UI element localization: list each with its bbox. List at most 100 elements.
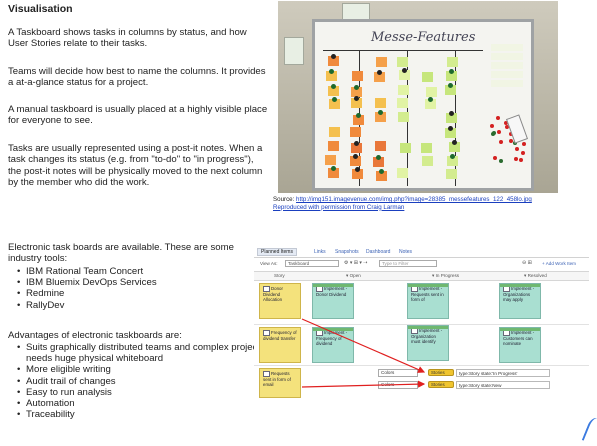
filter-input[interactable]: Type to Filter (379, 260, 437, 267)
magnet (515, 146, 520, 151)
magnet (352, 154, 358, 160)
post-it-note (447, 56, 459, 67)
task-card-title: Implement - Requests sent in form of (411, 286, 444, 303)
post-it-note (373, 156, 385, 167)
column-open: ▾ Open (346, 273, 361, 278)
list-item: Suits graphically distributed teams and … (17, 342, 284, 364)
magnet (354, 166, 360, 172)
list-item: RallyDev (17, 300, 286, 311)
column-in-progress: ▾ In Progress (432, 273, 460, 278)
magnet (328, 69, 334, 75)
caption-credit[interactable]: Reproduced with permission from Craig La… (273, 203, 405, 211)
tools-list: IBM Rational Team Concert IBM Bluemix De… (8, 266, 286, 311)
tab-bar: Planned Items Links Snapshots Dashboard … (254, 247, 589, 258)
paragraph-advantages-intro: Advantages of electronic taskboards are: (8, 330, 182, 341)
magnet (490, 123, 495, 128)
board-title: Messe-Features (371, 30, 476, 45)
magnet (448, 68, 454, 74)
arrow-line (301, 318, 426, 373)
post-it-note (374, 71, 386, 82)
list-item: Automation (17, 398, 284, 409)
task-card[interactable]: Implement - Donor Dividend (312, 283, 354, 319)
post-it-note (328, 98, 340, 109)
view-as-select[interactable]: Taskboard (285, 260, 339, 267)
tab-planned-items[interactable]: Planned Items (257, 248, 297, 256)
post-it-note (446, 156, 458, 167)
post-it-note (422, 156, 434, 167)
legend-note (491, 53, 523, 60)
magnet (521, 142, 526, 147)
list-item: Audit trail of changes (17, 376, 284, 387)
tab-dashboard[interactable]: Dashboard (366, 249, 391, 255)
add-work-item-button[interactable]: + Add Work Item (542, 261, 577, 266)
magnet (496, 130, 501, 135)
toolbar-icons[interactable]: ⚙ ▾ ⊞ ▾ ⇢ (344, 260, 368, 266)
rule-type-pill[interactable]: Stories (428, 381, 454, 388)
post-it-note (349, 156, 361, 167)
row-divider (254, 365, 589, 366)
magnet (330, 54, 336, 60)
magnet (499, 158, 504, 163)
section-heading: Visualisation (8, 3, 73, 15)
post-it-note (328, 127, 340, 137)
post-it-note (422, 71, 434, 82)
post-it-note (398, 70, 410, 81)
story-card-title: Frequency of dividend transfer (263, 330, 297, 341)
legend-note (491, 80, 523, 87)
post-it-note (325, 155, 337, 166)
legend-note (491, 62, 523, 69)
task-card-title: Implement - Organizations may apply (503, 286, 535, 303)
electronic-taskboard: Planned Items Links Snapshots Dashboard … (254, 247, 589, 437)
magnet (492, 131, 497, 136)
magnet (448, 111, 454, 117)
advantages-list: Suits graphically distributed teams and … (8, 342, 284, 421)
magnet (354, 84, 360, 90)
column-resolved: ▾ Resolved (524, 273, 547, 278)
post-it-note (445, 84, 457, 95)
task-card[interactable]: Implement - Organization must identify (407, 325, 449, 361)
task-card[interactable]: Implement - Requests sent in form of (407, 283, 449, 319)
post-it-note (327, 168, 339, 179)
post-it-note (325, 71, 337, 82)
post-it-note (399, 142, 411, 153)
task-card[interactable]: Implement - Organizations may apply (499, 283, 541, 319)
arrow-line (301, 380, 426, 388)
caption-source-link[interactable]: http://img151.imagevenue.com/img.php?ima… (296, 196, 532, 203)
tab-notes[interactable]: Notes (399, 249, 413, 255)
magnet (509, 138, 514, 143)
post-it-note (448, 142, 460, 153)
whiteboard: Messe-Features (312, 19, 534, 191)
post-it-note (351, 142, 363, 153)
tab-snapshots[interactable]: Snapshots (335, 249, 359, 255)
post-it-note (397, 168, 409, 179)
legend-note (491, 71, 523, 78)
magnet (331, 96, 337, 102)
board-header-line (323, 50, 483, 51)
rule-query-input[interactable]: type:Story state:'In Progress' (456, 369, 550, 377)
caption-source-label: Source: (273, 196, 297, 203)
add-work-item-label: Add Work Item (545, 261, 577, 266)
task-card[interactable]: Implement - Customers can nominate (499, 327, 541, 363)
column-story: Story (274, 273, 285, 278)
magnet (377, 69, 383, 75)
settings-icon[interactable]: ⊖ ⊞ (522, 260, 532, 266)
story-card-title: Requests sent in form of email (263, 371, 291, 388)
post-it-note (397, 98, 409, 109)
post-it-note (445, 127, 457, 138)
story-card[interactable]: Donor Dividend Allocation (259, 283, 301, 319)
post-it-note (328, 85, 340, 96)
tab-links[interactable]: Links (314, 249, 326, 255)
magnet (451, 140, 457, 146)
magnet (504, 124, 509, 129)
paragraph-taskboard: A Taskboard shows tasks in columns by st… (8, 27, 247, 50)
rule-type-pill[interactable]: Stories (428, 369, 454, 376)
rule-attribute-select[interactable]: Colors (378, 369, 418, 377)
magnet (521, 150, 526, 155)
story-card[interactable]: Requests sent in form of email (259, 368, 301, 398)
post-it-note (446, 169, 458, 180)
rule-query-input[interactable]: type:Story state:New (456, 381, 550, 389)
post-it-note (445, 70, 457, 81)
post-it-note (351, 86, 363, 97)
post-it-note (397, 112, 409, 123)
story-card[interactable]: Frequency of dividend transfer (259, 327, 301, 363)
